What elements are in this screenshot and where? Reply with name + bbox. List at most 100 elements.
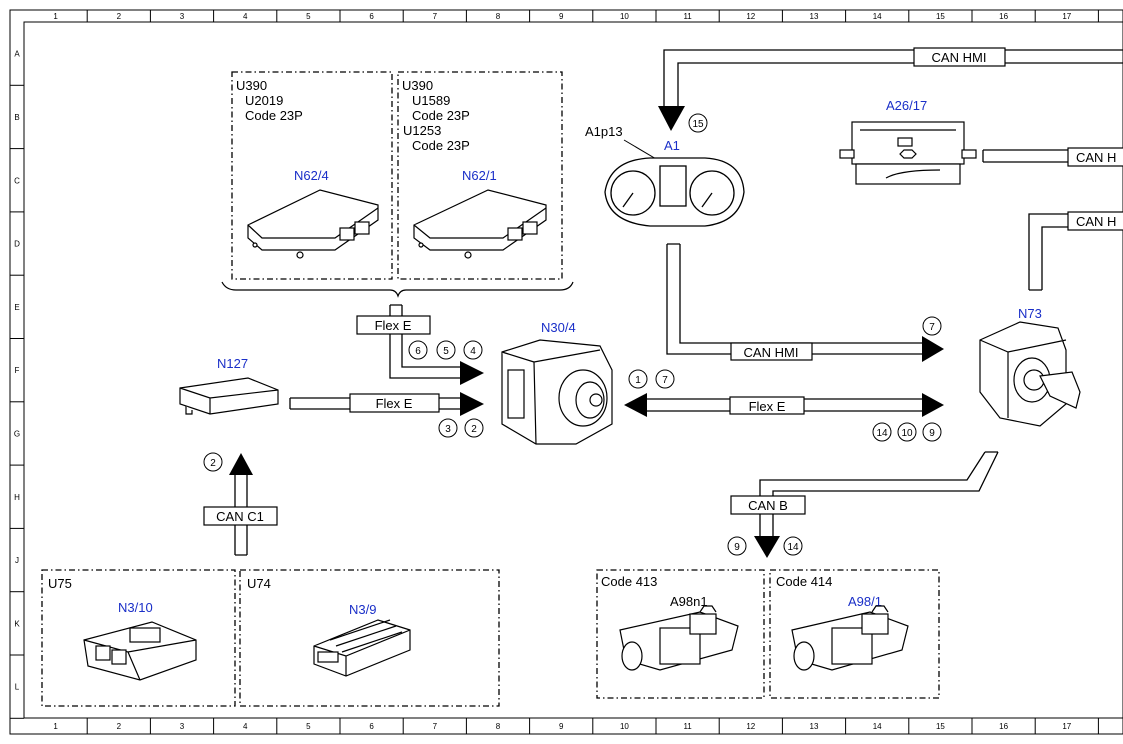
marker-2-n30: 2: [471, 424, 477, 435]
arrowheads: [229, 106, 944, 558]
column-tick-6: 6: [369, 12, 374, 21]
u75-label: U75: [48, 576, 72, 591]
column-tick-13: 13: [810, 12, 819, 21]
column-tick-15: 15: [936, 12, 945, 21]
column-tick-4: 4: [243, 722, 248, 731]
component-a1p13: A1p13: [585, 124, 623, 139]
code414-label: Code 414: [776, 574, 832, 589]
group-box-code414: [769, 569, 940, 699]
arrow-into-n73-can: [922, 336, 944, 362]
column-tick-13: 13: [810, 722, 819, 731]
label-flex-e-n127: Flex E: [376, 396, 413, 411]
label-can-hmi-top: CAN HMI: [932, 50, 987, 65]
column-tick-14: 14: [873, 12, 882, 21]
u74-label: U74: [247, 576, 271, 591]
column-tick-3: 3: [180, 12, 185, 21]
u390-left-line-2: U2019: [245, 93, 283, 108]
column-tick-16: 16: [999, 722, 1008, 731]
marker-5: 5: [443, 346, 449, 357]
marker-9-can-b: 9: [734, 542, 740, 553]
row-tick-A: A: [14, 50, 20, 59]
column-tick-17: 17: [1062, 12, 1071, 21]
component-a1: A1: [664, 138, 680, 153]
marker-6: 6: [415, 346, 421, 357]
row-tick-L: L: [15, 683, 20, 692]
group-box-code413: [596, 569, 765, 699]
arrow-into-n30-flex-n127: [460, 392, 484, 416]
marker-3: 3: [445, 424, 451, 435]
label-flex-e-n73: Flex E: [749, 399, 786, 414]
label-can-hmi-mid: CAN HMI: [744, 345, 799, 360]
label-flex-e-top: Flex E: [375, 318, 412, 333]
column-tick-10: 10: [620, 722, 629, 731]
bus-lines: [234, 49, 1123, 556]
component-n62-1: N62/1: [462, 168, 497, 183]
row-tick-B: B: [14, 113, 19, 122]
column-tick-9: 9: [559, 722, 564, 731]
bus-can-hmi-mid: [666, 243, 924, 355]
group-box-u390-right: [397, 71, 563, 280]
marker-15: 15: [692, 119, 704, 130]
column-tick-3: 3: [180, 722, 185, 731]
column-tick-4: 4: [243, 12, 248, 21]
column-tick-1: 1: [53, 722, 58, 731]
column-tick-6: 6: [369, 722, 374, 731]
u390-right-line-3: Code 23P: [412, 108, 470, 123]
column-tick-8: 8: [496, 722, 501, 731]
component-n30-4: N30/4: [541, 320, 576, 335]
arrow-into-a1: [658, 106, 685, 131]
group-brace: [221, 281, 574, 298]
marker-numbers: 15 6 5 4 3 2 1 7 14 10 9 7 2 9 14: [210, 119, 935, 553]
row-tick-J: J: [15, 556, 19, 565]
column-tick-5: 5: [306, 722, 311, 731]
column-tick-12: 12: [746, 722, 755, 731]
column-tick-1: 1: [53, 12, 58, 21]
row-tick-F: F: [15, 366, 20, 375]
column-tick-16: 16: [999, 12, 1008, 21]
row-tick-H: H: [14, 493, 20, 502]
marker-10: 10: [901, 428, 913, 439]
label-can-h-a26: CAN H: [1076, 150, 1116, 165]
label-can-c1: CAN C1: [216, 509, 264, 524]
column-tick-2: 2: [117, 722, 122, 731]
a98n1-motor-drawing: [619, 605, 739, 671]
marker-7-flex: 7: [662, 375, 668, 386]
marker-circles: [203, 113, 942, 556]
arrow-into-can-b-group: [754, 536, 780, 558]
marker-14-flex: 14: [876, 428, 888, 439]
component-n3-9: N3/9: [349, 602, 376, 617]
u390-right-line-1: U390: [402, 78, 433, 93]
column-tick-7: 7: [433, 722, 438, 731]
column-tick-11: 11: [683, 12, 692, 21]
column-tick-14: 14: [873, 722, 882, 731]
group-box-u75: [41, 569, 236, 707]
column-tick-2: 2: [117, 12, 122, 21]
marker-9-flex: 9: [929, 428, 935, 439]
bus-labels: CAN HMI CAN H CAN H CAN HMI Flex E Flex …: [203, 47, 1123, 526]
marker-2-can-c1: 2: [210, 458, 216, 469]
row-tick-G: G: [14, 429, 20, 438]
marker-14-can-b: 14: [787, 542, 799, 553]
group-box-u390-left: [231, 71, 393, 280]
component-a98n1: A98n1: [670, 594, 708, 609]
arrow-into-n73-flex: [922, 393, 944, 417]
marker-4: 4: [470, 346, 476, 357]
n3-10-ecu-drawing: [83, 621, 197, 681]
component-n127: N127: [217, 356, 248, 371]
column-tick-7: 7: [433, 12, 438, 21]
row-tick-E: E: [14, 303, 19, 312]
u390-right-line-4: U1253: [403, 123, 441, 138]
bus-can-b: [759, 451, 999, 538]
arrow-into-n30-flex-right: [624, 393, 647, 417]
component-a98-1: A98/1: [848, 594, 882, 609]
label-can-b: CAN B: [748, 498, 788, 513]
code413-label: Code 413: [601, 574, 657, 589]
arrow-into-n30-flex-top: [460, 361, 484, 385]
marker-7-can: 7: [929, 322, 935, 333]
column-tick-11: 11: [683, 722, 692, 731]
